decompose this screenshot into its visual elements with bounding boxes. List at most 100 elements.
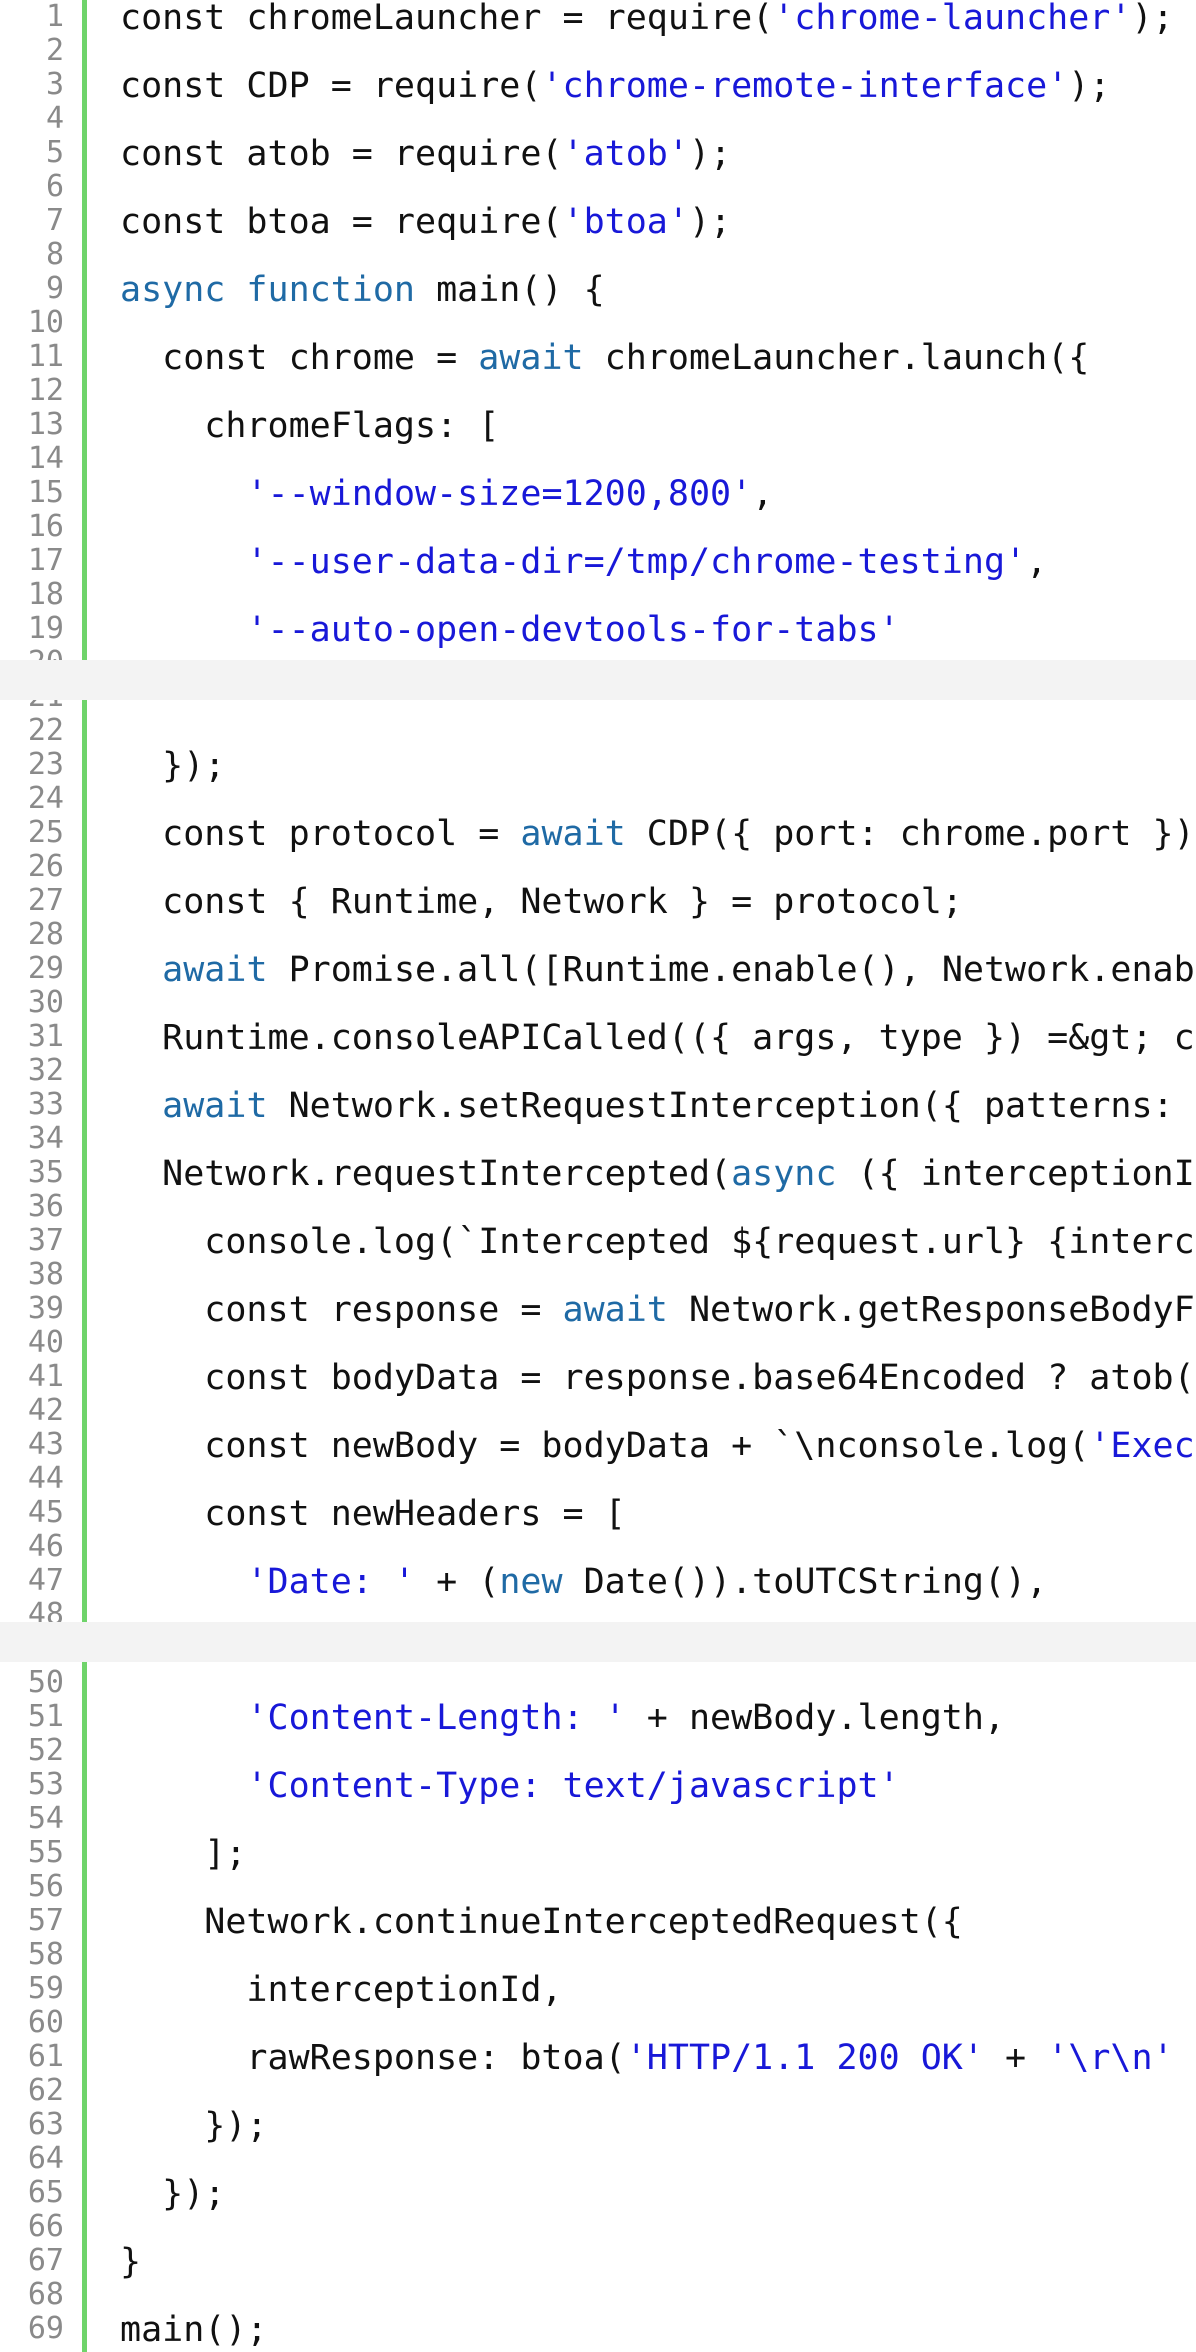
line-number: 50: [27, 1665, 64, 1700]
line-number: 53: [27, 1767, 64, 1802]
code-line[interactable]: rawResponse: btoa('HTTP/1.1 200 OK' + '\…: [120, 2038, 1196, 2078]
code-token: const bodyData = response.base64Encoded …: [120, 1358, 1196, 1398]
code-token: [120, 474, 246, 514]
code-line[interactable]: 'Content-Type: text/javascript': [120, 1766, 900, 1806]
change-marker: [82, 0, 87, 660]
code-line[interactable]: main();: [120, 2310, 268, 2350]
code-token: const chromeLauncher = require(: [120, 0, 774, 38]
line-number: 51: [27, 1699, 64, 1734]
folded-region[interactable]: [0, 660, 1196, 700]
string-token: 'chrome-launcher': [773, 0, 1132, 38]
keyword-token: async: [731, 1154, 837, 1194]
code-line[interactable]: '--user-data-dir=/tmp/chrome-testing',: [120, 542, 1047, 582]
code-token: +: [983, 2038, 1048, 2078]
code-line[interactable]: Network.continueInterceptedRequest({: [120, 1902, 963, 1942]
code-line[interactable]: const chrome = await chromeLauncher.laun…: [120, 338, 1089, 378]
code-token: );: [1068, 66, 1111, 106]
code-line[interactable]: });: [120, 746, 225, 786]
line-number: 16: [27, 509, 64, 544]
code-token: Network.continueInterceptedRequest({: [120, 1902, 963, 1942]
line-number: 36: [27, 1189, 64, 1224]
keyword-token: await: [162, 950, 268, 990]
line-number: 62: [27, 2073, 64, 2108]
code-line[interactable]: });: [120, 2106, 268, 2146]
code-token: [120, 610, 246, 650]
code-line[interactable]: console.log(`Intercepted ${request.url} …: [120, 1222, 1196, 1262]
code-token: interceptionId,: [120, 1970, 563, 2010]
string-token: 'Content-Length: ': [246, 1698, 626, 1738]
code-line[interactable]: 'Content-Length: ' + newBody.length,: [120, 1698, 1005, 1738]
line-number: 52: [27, 1733, 64, 1768]
code-line[interactable]: '--auto-open-devtools-for-tabs': [120, 610, 899, 650]
code-line[interactable]: interceptionId,: [120, 1970, 563, 2010]
code-line[interactable]: async function main() {: [120, 270, 605, 310]
code-token: [120, 950, 162, 990]
line-number: 29: [27, 951, 64, 986]
code-line[interactable]: const response = await Network.getRespon…: [120, 1290, 1196, 1330]
code-token: });: [120, 2106, 268, 2146]
code-token: main() {: [415, 270, 605, 310]
code-token: CDP({ port: chrome.port });: [625, 814, 1196, 854]
code-line[interactable]: await Promise.all([Runtime.enable(), Net…: [120, 950, 1196, 990]
line-number: 45: [27, 1495, 64, 1530]
line-number: 37: [27, 1223, 64, 1258]
code-token: Network.requestIntercepted(: [120, 1154, 732, 1194]
line-number: 63: [27, 2107, 64, 2142]
line-number: 33: [27, 1087, 64, 1122]
code-line[interactable]: '--window-size=1200,800',: [120, 474, 773, 514]
line-number: 3: [45, 67, 64, 102]
code-line[interactable]: const btoa = require('btoa');: [120, 202, 731, 242]
code-line[interactable]: const CDP = require('chrome-remote-inter…: [120, 66, 1110, 106]
code-line[interactable]: Runtime.consoleAPICalled(({ args, type }…: [120, 1018, 1196, 1058]
line-number: 28: [27, 917, 64, 952]
line-number: 38: [27, 1257, 64, 1292]
line-number: 6: [45, 169, 64, 204]
code-line[interactable]: const bodyData = response.base64Encoded …: [120, 1358, 1196, 1398]
line-number: 69: [27, 2311, 64, 2346]
code-line[interactable]: Network.requestIntercepted(async ({ inte…: [120, 1154, 1196, 1194]
code-token: const chrome =: [120, 338, 479, 378]
code-token: Network.getResponseBodyForInt: [688, 1290, 1196, 1330]
folded-region[interactable]: [0, 1622, 1196, 1662]
line-number: 31: [27, 1019, 64, 1054]
line-number: 11: [27, 339, 64, 374]
code-token: Runtime.consoleAPICalled(({ args, type }…: [120, 1018, 1196, 1058]
line-number: 41: [27, 1359, 64, 1394]
string-token: 'HTTP/1.1 200 OK': [625, 2038, 984, 2078]
code-line[interactable]: const atob = require('atob');: [120, 134, 731, 174]
line-number: 43: [27, 1427, 64, 1462]
code-line[interactable]: 'Date: ' + (new Date()).toUTCString(),: [120, 1562, 1047, 1602]
string-token: 'Executed: [1089, 1426, 1196, 1466]
code-line[interactable]: }: [120, 2242, 141, 2282]
keyword-token: await: [478, 338, 584, 378]
code-line[interactable]: const { Runtime, Network } = protocol;: [120, 882, 963, 922]
line-number: 13: [27, 407, 64, 442]
code-line[interactable]: const newBody = bodyData + `\nconsole.lo…: [120, 1426, 1196, 1466]
code-line[interactable]: const newHeaders = [: [120, 1494, 625, 1534]
code-line[interactable]: ];: [120, 1834, 246, 1874]
code-line[interactable]: const protocol = await CDP({ port: chrom…: [120, 814, 1196, 854]
line-number: 40: [27, 1325, 64, 1360]
line-number: 2: [45, 33, 64, 68]
code-token: const response =: [120, 1290, 563, 1330]
keyword-token: await: [562, 1290, 668, 1330]
line-number: 56: [27, 1869, 64, 1904]
code-token: );: [688, 134, 732, 174]
code-token: ,: [1026, 542, 1048, 582]
string-token: 'Date: ': [246, 1562, 416, 1602]
line-number: 55: [27, 1835, 64, 1870]
line-number: 34: [27, 1121, 64, 1156]
string-token: 'Content-Type: text/javascript': [246, 1766, 900, 1806]
code-line[interactable]: const chromeLauncher = require('chrome-l…: [120, 0, 1174, 38]
line-number: 30: [27, 985, 64, 1020]
code-token: [120, 1766, 246, 1806]
code-line[interactable]: });: [120, 2174, 225, 2214]
code-line[interactable]: await Network.setRequestInterception({ p…: [120, 1086, 1196, 1126]
code-line[interactable]: chromeFlags: [: [120, 406, 499, 446]
line-number: 8: [45, 237, 64, 272]
line-number: 60: [27, 2005, 64, 2040]
line-number: 61: [27, 2039, 64, 2074]
line-number: 68: [27, 2277, 64, 2312]
line-number: 42: [27, 1393, 64, 1428]
